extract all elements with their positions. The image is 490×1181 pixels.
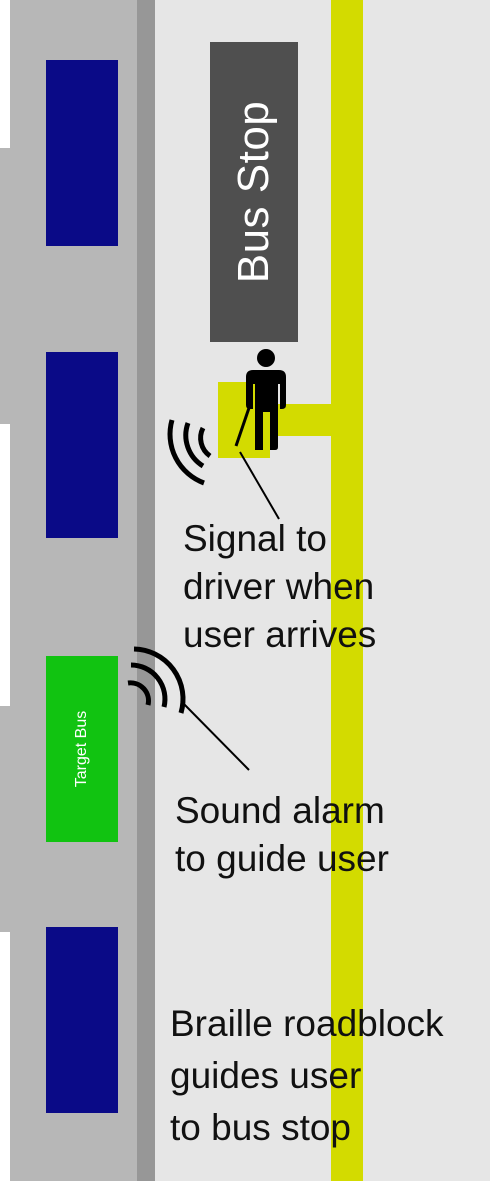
tactile-paving-branch xyxy=(268,404,333,436)
bus-stop-sign: Bus Stop xyxy=(210,42,298,342)
road-edge-marking xyxy=(0,932,10,1181)
braille-annotation: Braille roadblock guides user to bus sto… xyxy=(170,998,444,1154)
signal-leader-line xyxy=(239,451,280,520)
bus xyxy=(46,352,118,538)
braille-annotation-line: Braille roadblock xyxy=(170,1003,444,1044)
tactile-paving-strip xyxy=(331,0,363,1181)
alarm-annotation: Sound alarm to guide user xyxy=(175,787,389,883)
bus-stop-label: Bus Stop xyxy=(229,100,278,284)
signal-annotation-line: user arrives xyxy=(183,614,377,655)
signal-annotation: Signal to driver when user arrives xyxy=(183,515,376,659)
target-bus-label: Target Bus xyxy=(73,710,90,788)
alarm-annotation-line: Sound alarm xyxy=(175,790,385,831)
curb xyxy=(137,0,155,1181)
road-edge-marking xyxy=(0,0,10,148)
pedestrian-with-cane-icon xyxy=(234,349,286,450)
bus xyxy=(46,927,118,1113)
braille-annotation-line: to bus stop xyxy=(170,1107,352,1148)
road-edge-marking xyxy=(0,424,10,706)
signal-annotation-line: Signal to xyxy=(183,518,327,559)
signal-waves-icon xyxy=(167,419,212,486)
braille-annotation-line: guides user xyxy=(170,1055,362,1096)
bus xyxy=(46,60,118,246)
alarm-leader-line xyxy=(180,700,250,771)
alarm-annotation-line: to guide user xyxy=(175,838,389,879)
target-bus: Target Bus xyxy=(46,656,118,842)
signal-annotation-line: driver when xyxy=(183,566,375,607)
